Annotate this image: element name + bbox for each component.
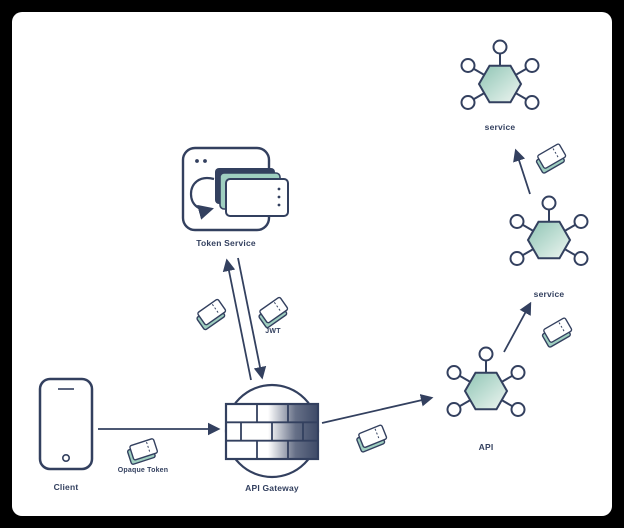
edges (98, 148, 532, 436)
jwt-label: JWT (265, 328, 281, 335)
edge-api-to-service (503, 301, 532, 353)
api-label: API (479, 442, 494, 452)
edge-gateway-to-token-service (222, 258, 252, 381)
token-service-node: Token Service (181, 146, 289, 248)
api-gateway-label: API Gateway (245, 483, 299, 493)
client-label: Client (54, 482, 79, 492)
app-window-ticket-stack-icon (181, 146, 289, 232)
service-mid-label: service (534, 289, 565, 299)
diagram-canvas (12, 12, 612, 516)
client-node: Client (38, 377, 94, 492)
api-node: API (446, 346, 526, 452)
edge-gateway-to-api (321, 394, 434, 424)
edge-token-service-to-gateway (237, 257, 267, 380)
opaque-token-label: Opaque Token (118, 467, 169, 474)
api-gateway-node: API Gateway (224, 383, 320, 493)
smartphone-icon (38, 377, 94, 471)
edge-tickets: Opaque Token JWT (118, 142, 575, 474)
service-top-label: service (485, 122, 516, 132)
edge-service-to-service (513, 148, 531, 195)
service-top-node: service (460, 39, 540, 132)
firewall-brick-wall-icon (224, 383, 320, 479)
service-mid-node: service (509, 195, 589, 299)
token-service-label: Token Service (196, 238, 256, 248)
